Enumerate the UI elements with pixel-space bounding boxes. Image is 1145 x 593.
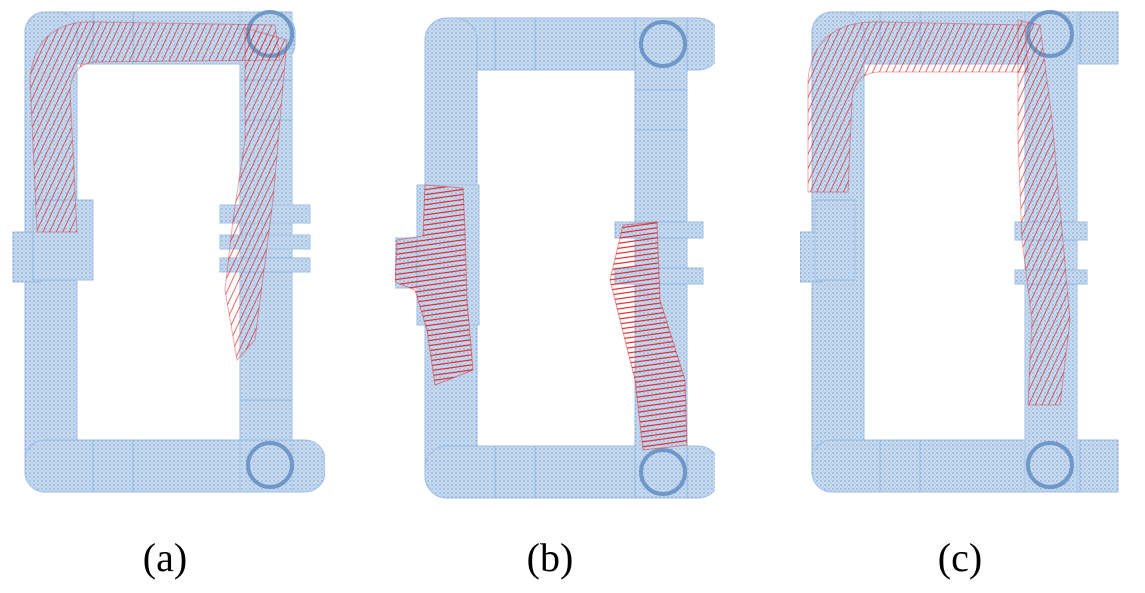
panel-b: (b) bbox=[395, 0, 715, 580]
caption-a: (a) bbox=[142, 535, 188, 580]
highlight-region bbox=[395, 184, 688, 451]
caption-b: (b) bbox=[526, 535, 574, 580]
caption-c: (c) bbox=[937, 535, 983, 580]
highlight-region bbox=[29, 21, 288, 362]
pipe-frame-c bbox=[800, 10, 1119, 493]
panel-a: (a) bbox=[5, 0, 325, 580]
panel-c: (c) bbox=[800, 0, 1120, 580]
pipe-joint-rings bbox=[639, 20, 687, 496]
pipe-frame-b bbox=[395, 17, 715, 499]
pipe-frame-a bbox=[12, 10, 325, 493]
highlight-region bbox=[807, 19, 1071, 406]
